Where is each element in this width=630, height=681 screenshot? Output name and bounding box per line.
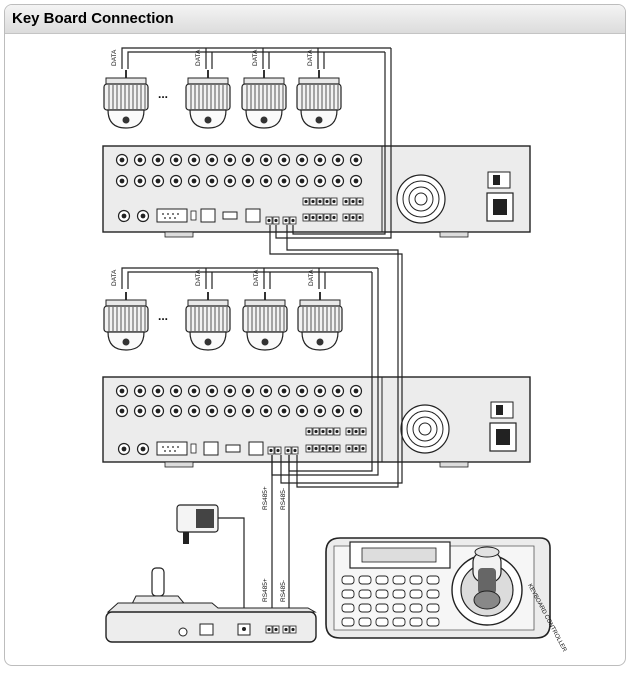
rs485-minus-lower-label: RS485-	[280, 580, 287, 602]
middle-camera-3-data-label: DATA	[253, 269, 260, 286]
middle-camera-group: DATA DATA DATA DATA ...	[103, 267, 378, 351]
top-camera-ellipsis: ...	[158, 87, 168, 101]
middle-camera-4	[297, 291, 343, 351]
top-camera-1	[103, 69, 149, 129]
top-camera-1-data-label: DATA	[111, 49, 118, 66]
top-camera-group: DATA DATA DATA DATA ...	[103, 47, 391, 129]
middle-camera-2	[185, 291, 231, 351]
keyboard-joystick	[451, 546, 523, 626]
top-camera-4	[296, 69, 342, 129]
panel-title: Key Board Connection	[12, 10, 174, 27]
rs485-plus-label: RS485+	[262, 486, 269, 510]
power-adapter-icon	[176, 504, 219, 544]
middle-camera-4-data-label: DATA	[308, 269, 315, 286]
top-camera-4-data-label: DATA	[307, 49, 314, 66]
keyboard-rear-view	[105, 567, 317, 643]
top-camera-3	[241, 69, 287, 129]
middle-camera-2-data-label: DATA	[195, 269, 202, 286]
middle-camera-3	[242, 291, 288, 351]
rs485-wiring	[218, 48, 403, 628]
rs485-minus-label: RS485-	[280, 488, 287, 510]
top-camera-3-data-label: DATA	[252, 49, 259, 66]
rs485-plus-lower-label: RS485+	[262, 578, 269, 602]
bottom-dvr	[102, 376, 531, 468]
keyboard-controller: KEYBOARD CONTROLLER	[325, 537, 568, 654]
bottom-dvr-fan-icon	[400, 404, 450, 454]
top-dvr-fan-icon	[396, 174, 446, 224]
top-dvr	[102, 145, 531, 238]
top-camera-2-data-label: DATA	[195, 49, 202, 66]
middle-camera-1-data-label: DATA	[111, 269, 118, 286]
panel-title-bar: Key Board Connection	[5, 5, 625, 34]
top-camera-2	[185, 69, 231, 129]
middle-camera-ellipsis: ...	[158, 309, 168, 323]
middle-camera-1	[103, 291, 149, 351]
